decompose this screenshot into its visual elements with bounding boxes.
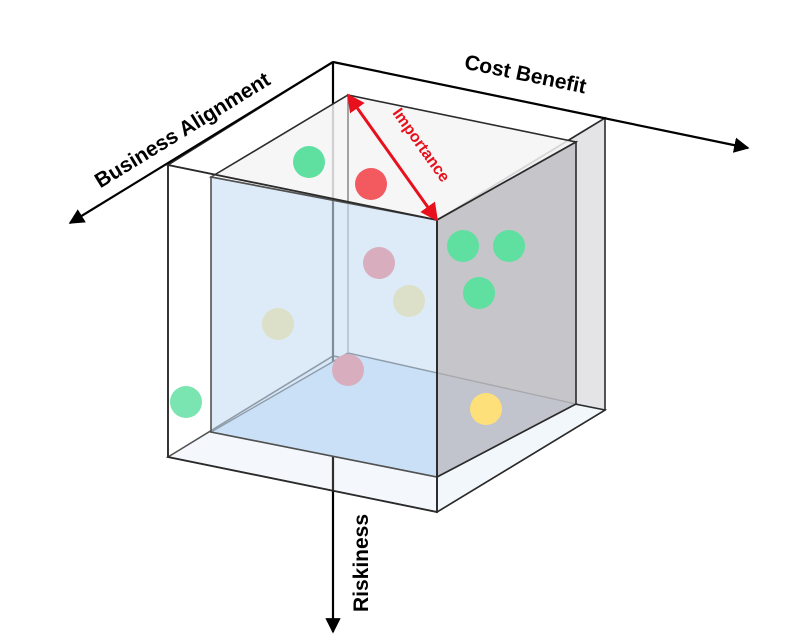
riskiness-label: Riskiness bbox=[350, 514, 373, 612]
importance-arrow bbox=[346, 93, 439, 222]
business-alignment-axis bbox=[68, 61, 334, 224]
points-front bbox=[447, 230, 525, 425]
outer-cube-front bbox=[167, 163, 438, 514]
data-point bbox=[463, 277, 495, 309]
data-point bbox=[470, 393, 502, 425]
outer-cube-front-face bbox=[167, 163, 438, 514]
data-point bbox=[293, 146, 325, 178]
data-point bbox=[355, 168, 387, 200]
data-point bbox=[447, 230, 479, 262]
inner-cube-front bbox=[210, 140, 577, 479]
data-point bbox=[493, 230, 525, 262]
cost-benefit-label: Cost Benefit bbox=[462, 51, 588, 99]
cost-benefit-axis bbox=[332, 60, 750, 153]
data-point bbox=[170, 386, 202, 418]
